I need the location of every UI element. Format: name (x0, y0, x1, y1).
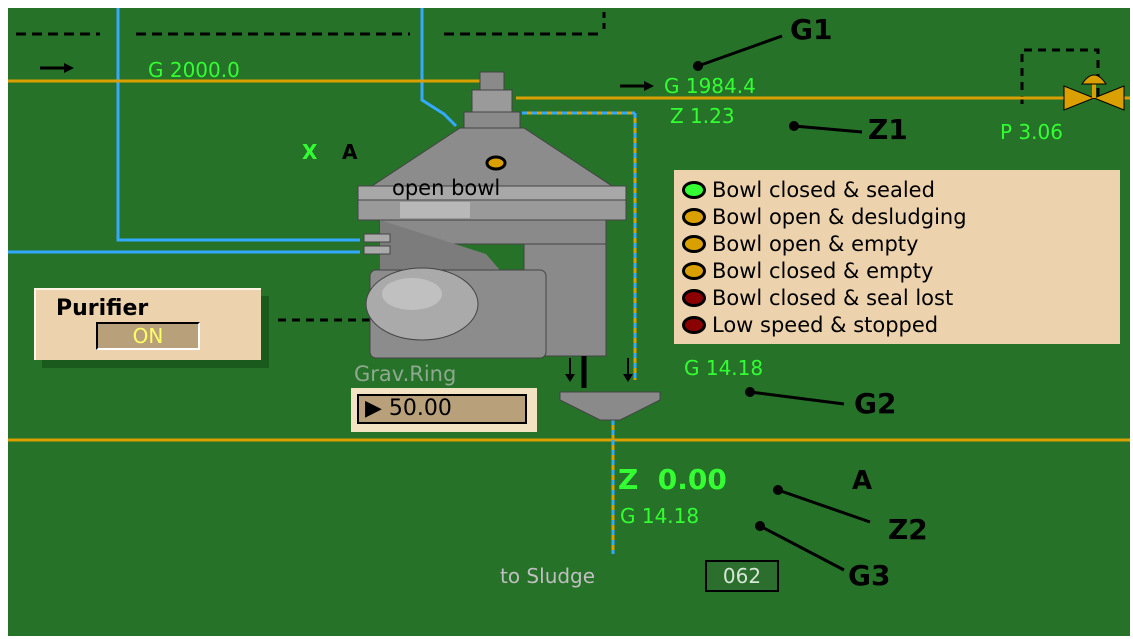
z1-reading: Z 1.23 (670, 104, 735, 128)
legend-item: Low speed & stopped (682, 311, 1120, 338)
grav-ring-control: ▶ 50.00 (351, 388, 537, 432)
purifier-on-button[interactable]: ON (96, 322, 200, 350)
legend-label: Bowl closed & sealed (712, 177, 935, 202)
water-line (116, 8, 360, 242)
bowl-status-label: open bowl (392, 176, 501, 200)
bowl-status-indicator-icon (485, 155, 507, 171)
legend-label: Bowl closed & empty (712, 258, 934, 283)
legend-label: Bowl open & empty (712, 231, 919, 256)
valve-control-line (1020, 48, 1100, 104)
to-sludge-label: to Sludge (500, 564, 596, 588)
annotation-z1: Z1 (868, 113, 908, 146)
play-arrow-icon: ▶ (365, 396, 382, 421)
legend-led-icon (682, 288, 706, 307)
purifier-control-panel: Purifier ON (34, 288, 261, 360)
z2-reading: Z 0.00 (618, 463, 727, 496)
legend-label: Low speed & stopped (712, 312, 939, 337)
annotation-g3: G3 (848, 559, 891, 592)
separator-icon (357, 71, 661, 421)
legend-item: Bowl closed & seal lost (682, 284, 1120, 311)
legend-item: Bowl closed & empty (682, 257, 1120, 284)
grav-ring-value: 50.00 (388, 396, 452, 421)
annotation-z2: Z2 (888, 513, 928, 546)
annotation-g1: G1 (790, 13, 833, 46)
legend-label: Bowl open & desludging (712, 204, 967, 229)
valve-icon[interactable] (1063, 74, 1125, 111)
flow-arrow-icon (620, 81, 654, 91)
a-marker-bottom: A (852, 466, 873, 496)
water-line (420, 8, 458, 128)
separator-mimic-panel: G 2000.0 G 1984.4 Z 1.23 P 3.06 X A open… (8, 8, 1130, 636)
g2-reading: G 14.18 (684, 356, 764, 380)
grav-ring-label: Grav.Ring (354, 362, 457, 386)
legend-item: Bowl open & empty (682, 230, 1120, 257)
legend-item: Bowl closed & sealed (682, 176, 1120, 203)
legend-led-icon (682, 180, 706, 199)
g1-reading: G 1984.4 (664, 74, 756, 98)
pressure-reading: P 3.06 (1000, 120, 1063, 144)
sludge-counter: 062 (705, 560, 779, 592)
a-marker-top: A (342, 140, 358, 164)
grav-ring-input[interactable]: ▶ 50.00 (357, 394, 527, 424)
legend-led-icon (682, 234, 706, 253)
legend-led-icon (682, 261, 706, 280)
purifier-title: Purifier (56, 296, 149, 321)
legend-led-icon (682, 315, 706, 334)
annotation-g2: G2 (854, 387, 897, 420)
legend-item: Bowl open & desludging (682, 203, 1120, 230)
upstream-gauge-reading: G 2000.0 (148, 58, 240, 82)
piping-diagram (8, 8, 1130, 572)
g3-reading: G 14.18 (620, 504, 700, 528)
flow-arrow-icon (40, 63, 74, 73)
bowl-status-legend: Bowl closed & sealed Bowl open & desludg… (674, 170, 1120, 344)
annotation-pointers (697, 34, 871, 572)
legend-label: Bowl closed & seal lost (712, 285, 954, 310)
legend-led-icon (682, 207, 706, 226)
annotation-dots (693, 61, 799, 531)
x-marker: X (302, 140, 318, 164)
